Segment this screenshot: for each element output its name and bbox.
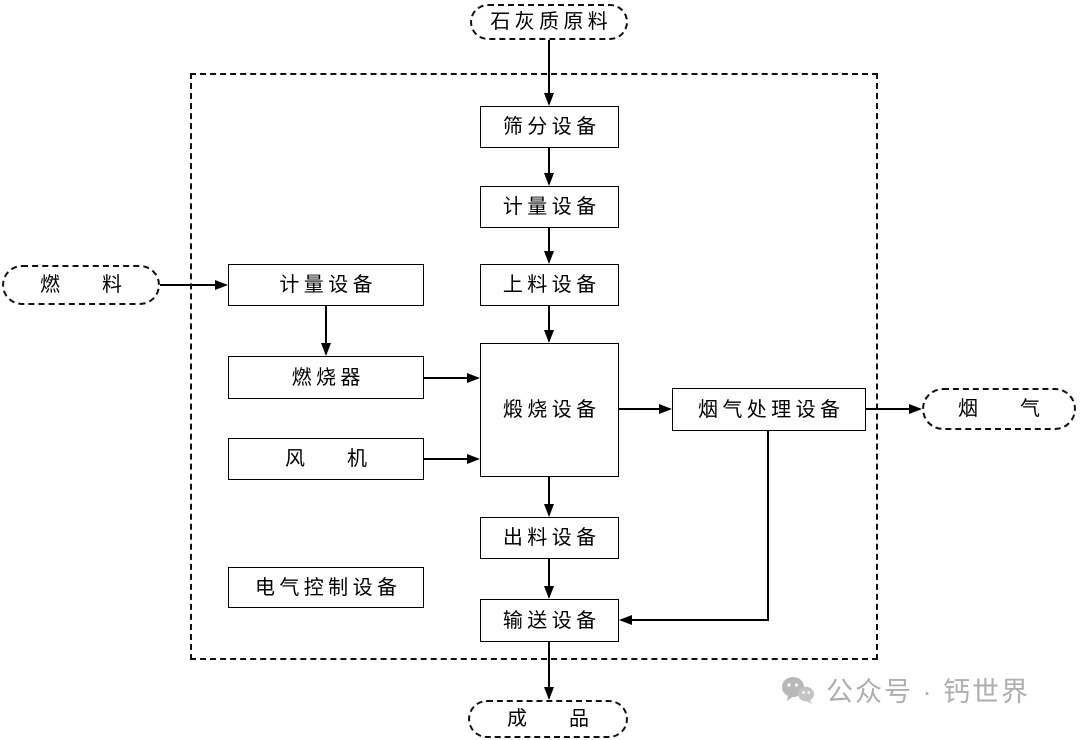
node-discharging-label: 出料设备 (502, 527, 601, 549)
watermark: 公众号 · 钙世界 (780, 670, 1030, 709)
node-discharging: 出料设备 (480, 517, 619, 559)
node-burner-label: 燃烧器 (291, 366, 365, 389)
wechat-icon (780, 675, 816, 705)
terminal-fuel-label: 燃 料 (39, 274, 127, 296)
node-metering-fuel-label: 计量设备 (279, 274, 377, 296)
node-feeding-label: 上料设备 (502, 274, 601, 296)
terminal-flue-gas-label: 烟 气 (957, 398, 1045, 420)
terminal-raw-material-label: 石灰质原料 (490, 11, 613, 33)
node-screening: 筛分设备 (480, 106, 619, 148)
node-metering-main-label: 计量设备 (502, 196, 601, 218)
node-metering-fuel: 计量设备 (228, 264, 424, 306)
node-metering-main: 计量设备 (480, 186, 619, 228)
node-calcining: 煅烧设备 (480, 343, 619, 477)
node-fan-label: 风 机 (284, 448, 372, 470)
node-electrical-control: 电气控制设备 (228, 567, 424, 608)
node-calcining-label: 煅烧设备 (502, 399, 601, 421)
node-burner: 燃烧器 (228, 356, 424, 399)
system-boundary-box (190, 73, 878, 660)
watermark-text: 公众号 · 钙世界 (826, 677, 1030, 707)
node-fan: 风 机 (228, 438, 424, 480)
node-screening-label: 筛分设备 (502, 116, 601, 138)
terminal-raw-material: 石灰质原料 (470, 4, 628, 40)
node-flue-gas-treatment: 烟气处理设备 (672, 388, 866, 431)
terminal-product: 成 品 (468, 700, 628, 738)
terminal-product-label: 成 品 (506, 708, 594, 730)
node-flue-gas-treatment-label: 烟气处理设备 (697, 398, 845, 421)
terminal-fuel: 燃 料 (2, 265, 160, 305)
node-conveying-label: 输送设备 (502, 609, 601, 632)
node-conveying: 输送设备 (480, 599, 619, 642)
node-electrical-control-label: 电气控制设备 (254, 576, 402, 599)
node-feeding: 上料设备 (480, 264, 619, 306)
terminal-flue-gas: 烟 气 (922, 388, 1076, 430)
